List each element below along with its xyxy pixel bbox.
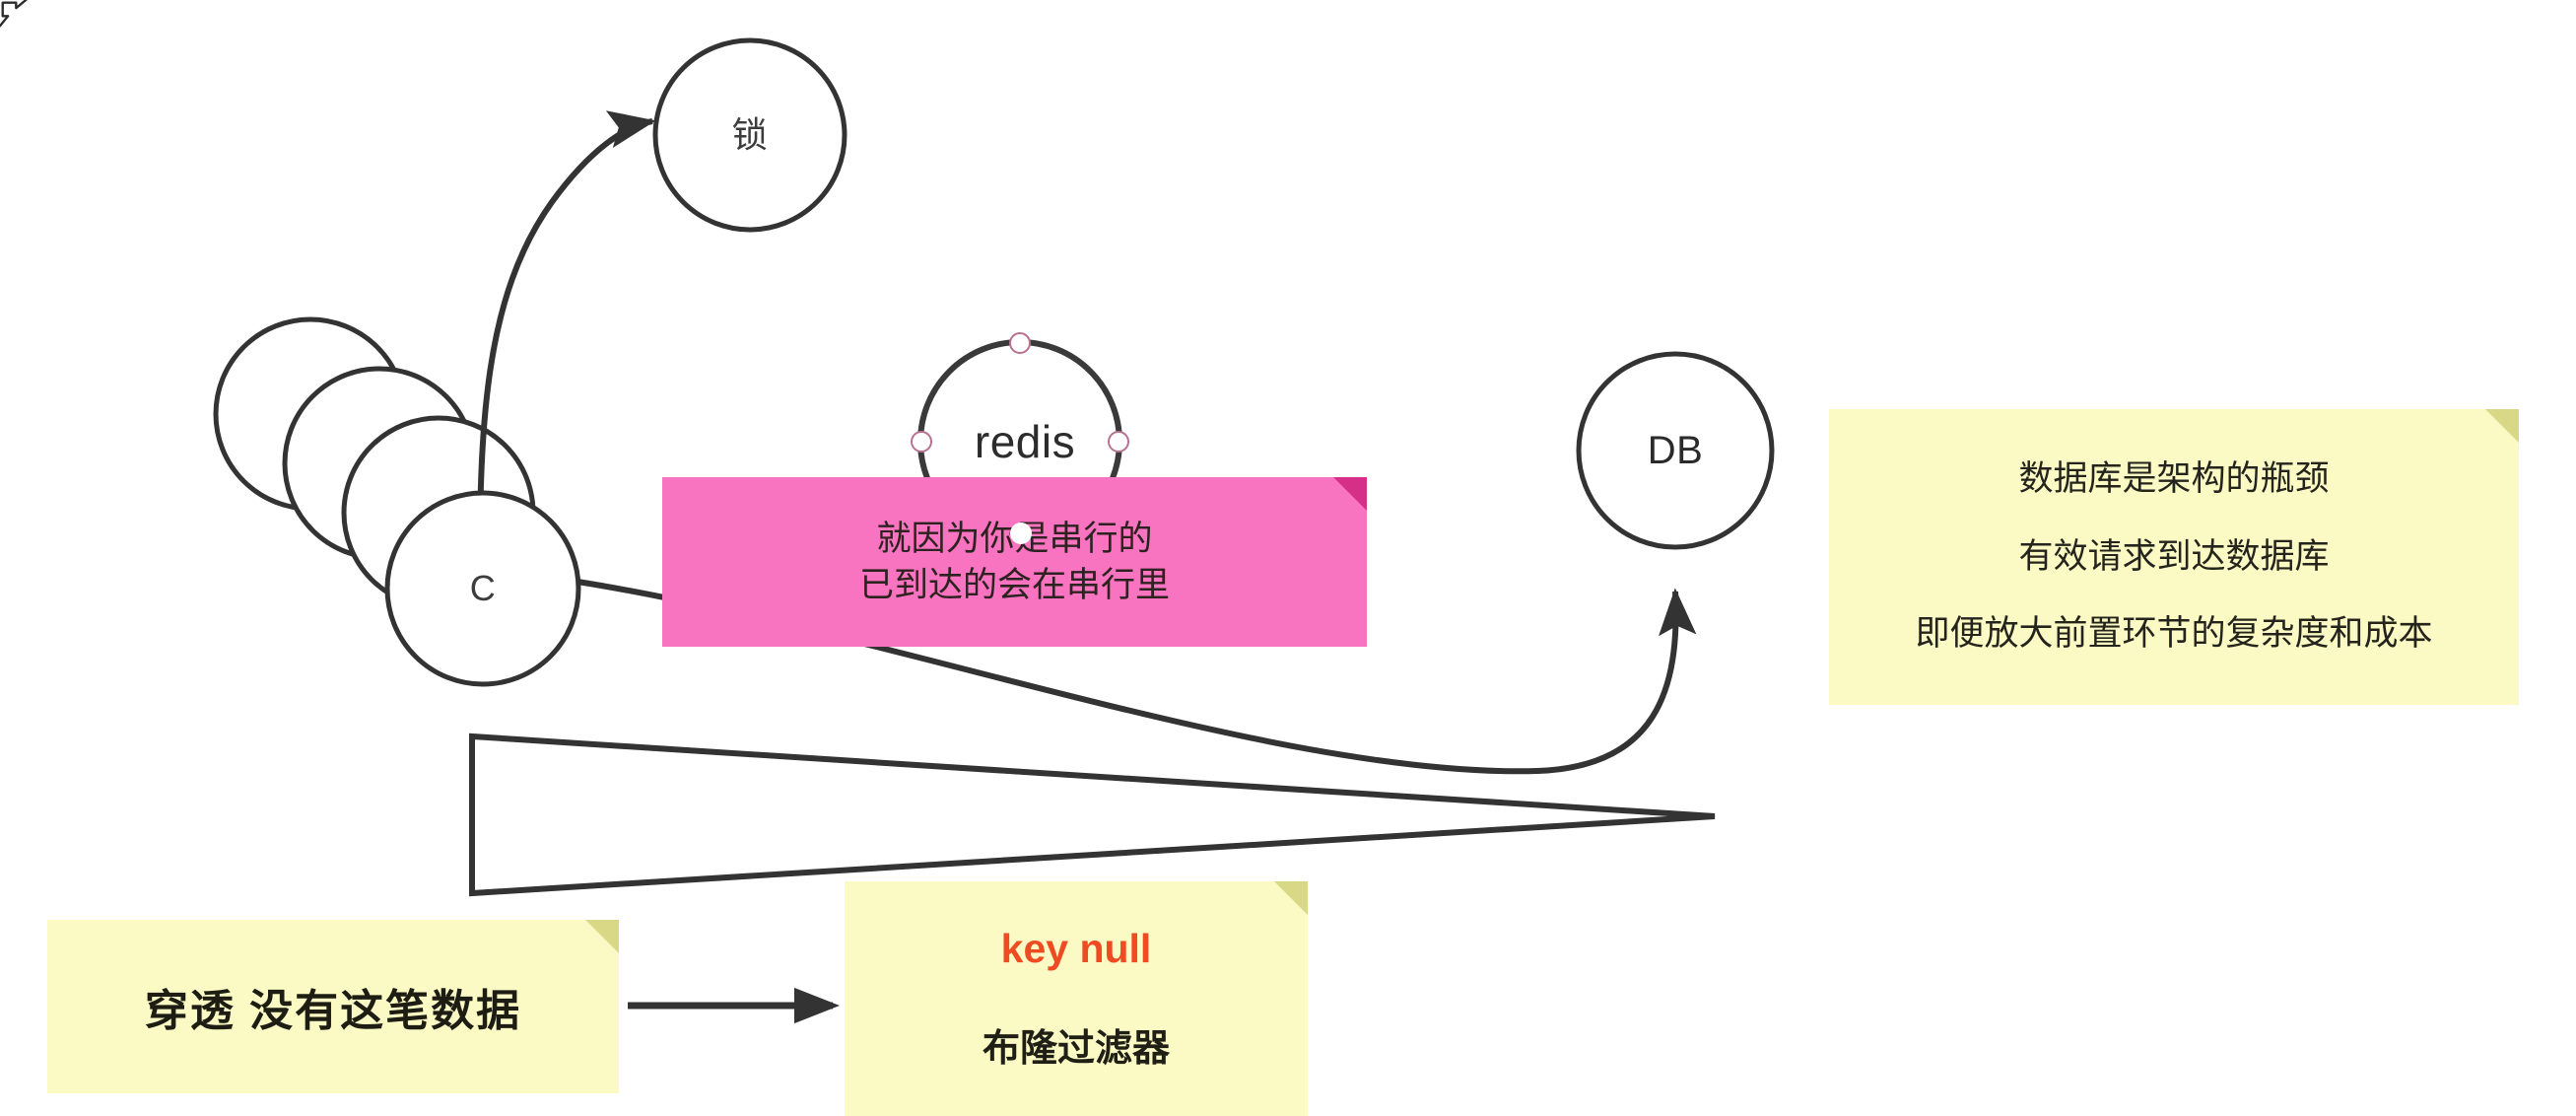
note-fold-corner — [585, 920, 619, 953]
note-serial-line-2: 已到达的会在串行里 — [858, 566, 1170, 604]
note-db-line-3: 即便放大前置环节的复杂度和成本 — [1915, 614, 2433, 654]
move-cursor-icon — [0, 0, 28, 28]
note-db-line-1: 数据库是架构的瓶颈 — [2018, 458, 2330, 498]
funnel-triangle — [469, 732, 1716, 897]
db-label: DB — [1647, 429, 1704, 472]
note-penetrate-line-1: 穿透 没有这笔数据 — [144, 987, 522, 1035]
note-db-line-2: 有效请求到达数据库 — [2018, 536, 2330, 576]
selection-handle-top[interactable] — [1009, 332, 1031, 354]
note-serial[interactable]: 就因为你是串行的 已到达的会在串行里 — [662, 477, 1367, 647]
note-db-bottleneck[interactable]: 数据库是架构的瓶颈 有效请求到达数据库 即便放大前置环节的复杂度和成本 — [1829, 409, 2519, 705]
note-fold-corner — [1333, 477, 1367, 511]
note-penetration[interactable]: 穿透 没有这笔数据 — [47, 920, 619, 1093]
selection-handle-bottom[interactable] — [1010, 523, 1032, 544]
note-fold-corner — [2485, 409, 2519, 443]
note-bloom-key-null: key null — [1000, 926, 1152, 971]
lock-label: 锁 — [731, 114, 769, 155]
note-bloom-filter[interactable]: key null 布隆过滤器 — [845, 881, 1308, 1116]
client-stack-circle-2 — [341, 415, 536, 610]
client-label: C — [469, 568, 497, 608]
note-bloom-label: 布隆过滤器 — [982, 1028, 1170, 1070]
client-stack-circle-3 — [282, 366, 477, 561]
connector-client-to-lock — [476, 110, 656, 593]
note-fold-corner — [1274, 881, 1308, 915]
client-stack-circle-4 — [213, 316, 408, 512]
redis-label: redis — [974, 416, 1076, 467]
selection-handle-right[interactable] — [1108, 431, 1129, 453]
selection-handle-left[interactable] — [911, 431, 932, 453]
